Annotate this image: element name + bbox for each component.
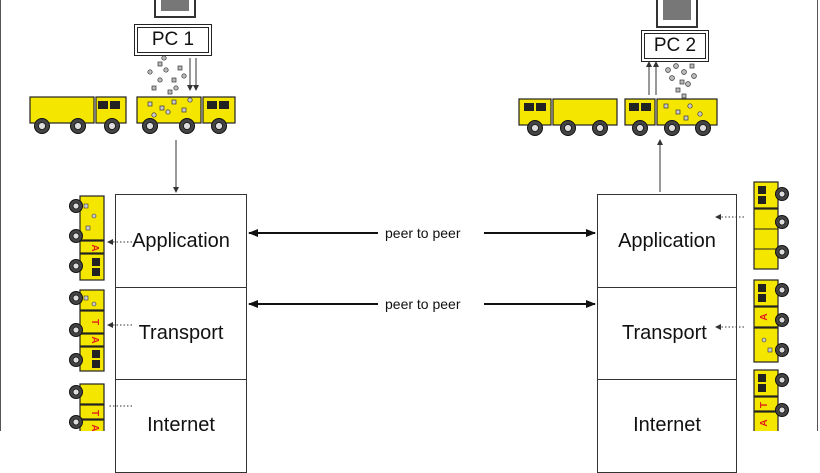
left-internet-layer: Internet — [115, 379, 247, 473]
transport-peer-label: peer to peer — [379, 296, 467, 312]
pc2-monitor-icon — [656, 0, 698, 28]
left-application-layer: Application — [115, 194, 247, 288]
pc1-label: PC 1 — [134, 24, 212, 56]
right-internet-layer: Internet — [597, 379, 737, 473]
left-transport-layer: Transport — [115, 287, 247, 380]
right-transport-layer: Transport — [597, 287, 737, 380]
application-peer-label: peer to peer — [379, 225, 467, 241]
pc1-monitor-icon — [154, 0, 196, 18]
pc2-label: PC 2 — [641, 30, 709, 62]
right-application-layer: Application — [597, 194, 737, 288]
diagram-frame — [0, 0, 818, 431]
